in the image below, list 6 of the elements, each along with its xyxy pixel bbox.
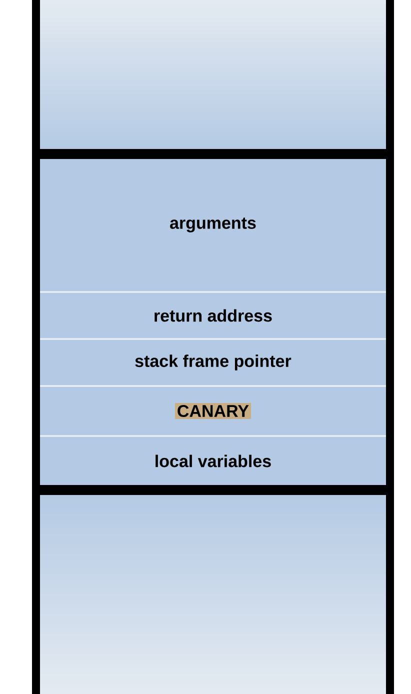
- stack-frame-box: local variables: [40, 436, 386, 486]
- stack-frame-box: CANARY: [40, 386, 386, 436]
- stack-region: [40, 494, 386, 694]
- stack-frame-box: return address: [40, 292, 386, 339]
- stack-frame-box: stack frame pointer: [40, 339, 386, 386]
- stack-region: [40, 0, 386, 150]
